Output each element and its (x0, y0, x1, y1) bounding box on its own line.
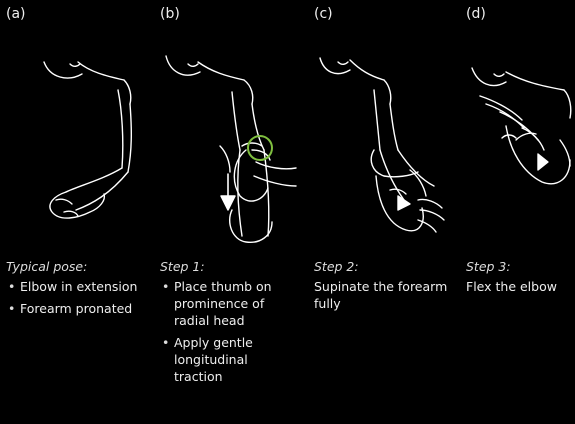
step-heading: Step 1: (160, 258, 300, 275)
panel-c: (c) Step 2: Supinate the forearm fully (314, 0, 454, 424)
elbow-flexion-illustration (466, 0, 575, 250)
caption: Step 2: Supinate the forearm fully (314, 258, 454, 312)
caption: Typical pose: Elbow in extension Forearm… (6, 258, 137, 322)
step-text: Supinate the forearm fully (314, 278, 454, 312)
step-heading: Typical pose: (6, 258, 137, 275)
step-text: Flex the elbow (466, 278, 557, 295)
arm-extended-pronated-illustration (6, 0, 146, 250)
bullet: Place thumb on prominence of radial head (160, 278, 300, 329)
bullet: Apply gentle longitudinal traction (160, 334, 300, 385)
step-heading: Step 2: (314, 258, 454, 275)
step-heading: Step 3: (466, 258, 557, 275)
panel-a: (a) Typical pose: Elbow in extension For… (6, 0, 146, 424)
bullet-list: Elbow in extension Forearm pronated (6, 278, 137, 317)
bullet: Elbow in extension (6, 278, 137, 295)
caption: Step 3: Flex the elbow (466, 258, 557, 295)
caption: Step 1: Place thumb on prominence of rad… (160, 258, 300, 390)
bullet: Forearm pronated (6, 300, 137, 317)
radial-head-traction-illustration (160, 0, 300, 250)
panel-d: (d) Step 3: Flex the elbow (466, 0, 575, 424)
panel-b: (b) Step 1: Place thumb on prominence of… (160, 0, 300, 424)
supination-illustration (314, 0, 454, 250)
bullet-list: Place thumb on prominence of radial head… (160, 278, 300, 385)
